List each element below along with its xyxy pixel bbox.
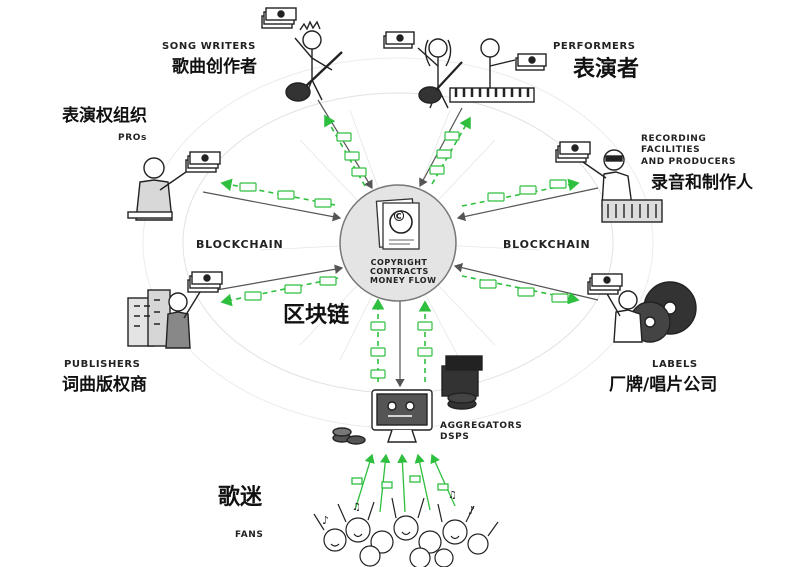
publishers-figure bbox=[127, 271, 223, 349]
recording-figure bbox=[555, 141, 663, 223]
performers-figure bbox=[383, 31, 547, 109]
svg-text:♪: ♪ bbox=[468, 504, 475, 517]
recording-label-line-2: FACILITIES bbox=[641, 145, 701, 156]
fans-label-zh: 歌迷 bbox=[218, 485, 263, 510]
publishers-label-zh: 词曲版权商 bbox=[62, 375, 147, 395]
performers-label-en: PERFORMERS bbox=[553, 41, 636, 52]
hub-line-copyright: COPYRIGHT bbox=[370, 258, 428, 267]
aggregators-figure bbox=[332, 355, 483, 445]
aggregators-label-line-1: AGGREGATORS bbox=[440, 421, 523, 431]
songwriter-figure bbox=[261, 7, 343, 102]
fans-crowd: ♪ ♪ ♫ ♫ bbox=[313, 490, 499, 567]
publishers-label-en: PUBLISHERS bbox=[64, 359, 141, 370]
recording-label-en: RECORDING FACILITIES AND PRODUCERS bbox=[641, 134, 736, 168]
fans-label-en: FANS bbox=[235, 530, 264, 540]
labels-figure bbox=[587, 273, 697, 343]
copyright-icon: © bbox=[392, 209, 406, 225]
labels-label-zh: 厂牌/唱片公司 bbox=[609, 375, 718, 395]
pros-figure bbox=[127, 151, 221, 221]
hub-caption: COPYRIGHT CONTRACTS MONEY FLOW bbox=[370, 258, 437, 286]
svg-text:♪: ♪ bbox=[322, 514, 329, 527]
recording-label-line-3: AND PRODUCERS bbox=[641, 156, 737, 167]
pros-label-en: PROs bbox=[118, 133, 147, 143]
recording-label-line-1: RECORDING bbox=[641, 134, 707, 144]
hub-line-money-flow: MONEY FLOW bbox=[370, 276, 437, 286]
blockchain-label-left: BLOCKCHAIN bbox=[196, 238, 284, 251]
svg-text:♫: ♫ bbox=[448, 490, 457, 501]
labels-label-en: LABELS bbox=[652, 359, 698, 370]
svg-text:♫: ♫ bbox=[352, 502, 361, 513]
songwriters-label-zh: 歌曲创作者 bbox=[172, 57, 257, 77]
recording-label-zh: 录音和制作人 bbox=[651, 173, 753, 193]
hub-line-contracts: CONTRACTS bbox=[370, 267, 429, 277]
money-bundles bbox=[239, 131, 569, 379]
fans-money-flow bbox=[351, 453, 456, 513]
aggregators-label-line-2: DSPS bbox=[440, 432, 470, 443]
hub-label-zh: 区块链 bbox=[283, 303, 350, 328]
aggregators-label-en: AGGREGATORS DSPS bbox=[440, 421, 522, 444]
hub bbox=[339, 184, 457, 302]
performers-label-zh: 表演者 bbox=[573, 57, 640, 82]
songwriters-label-en: SONG WRITERS bbox=[162, 41, 256, 52]
blockchain-label-right: BLOCKCHAIN bbox=[503, 238, 591, 251]
pros-label-zh: 表演权组织 bbox=[62, 106, 147, 126]
